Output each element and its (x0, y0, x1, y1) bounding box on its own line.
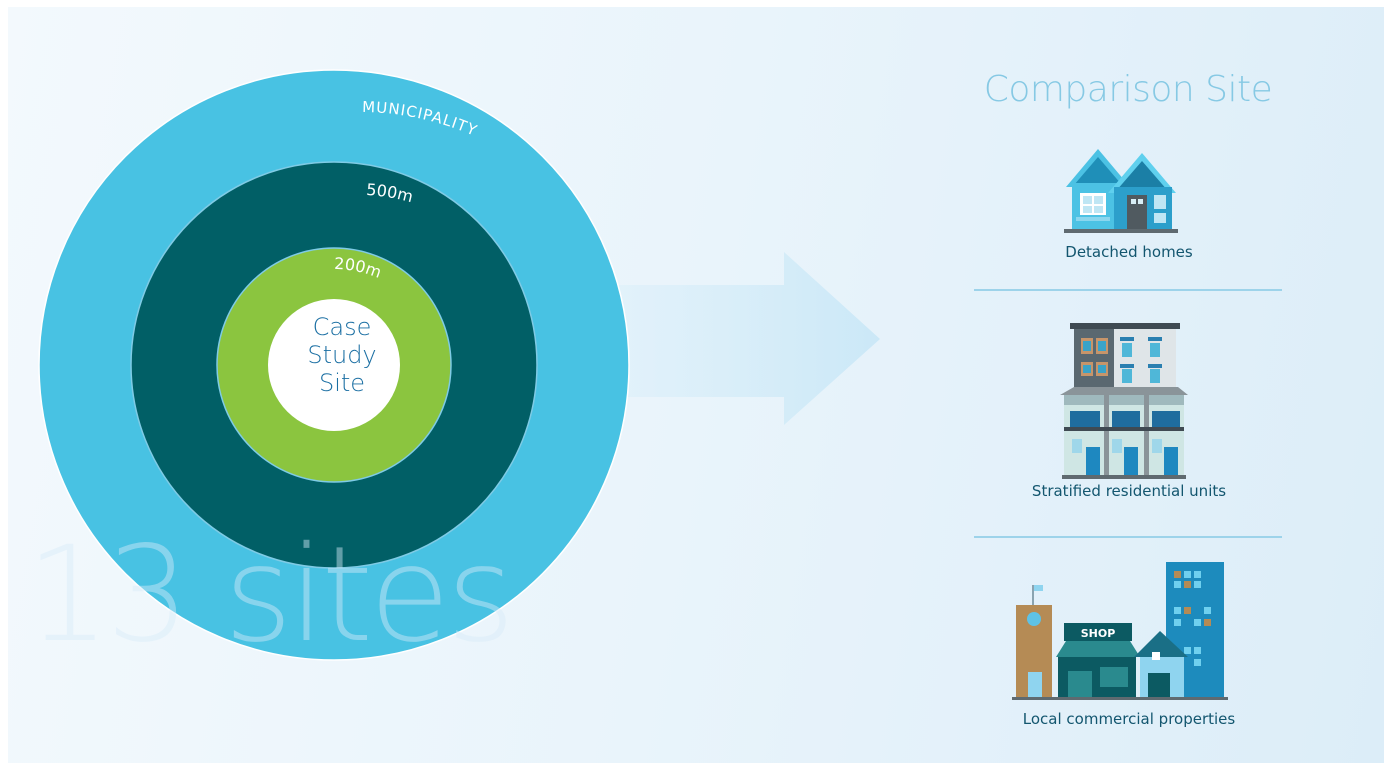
svg-text:SHOP: SHOP (1081, 627, 1116, 640)
comparison-site-title: Comparison Site (983, 69, 1273, 110)
case-study-site-circle (268, 299, 400, 431)
site-count-watermark: 13 sites (26, 518, 515, 672)
detached-homes-label: Detached homes (1065, 243, 1193, 261)
case-study-site-label: Case Study Site (280, 313, 404, 397)
diagram-canvas: MUNICIPALITY 500m 200m (8, 7, 1384, 763)
center-label-line-3: Site (318, 369, 366, 397)
diagram-graphics: MUNICIPALITY 500m 200m (38, 69, 1228, 700)
detached-houses-icon (1064, 149, 1178, 233)
apartment-building-icon (1060, 323, 1188, 479)
divider-2 (974, 536, 1282, 538)
stratified-units-label: Stratified residential units (1031, 482, 1227, 500)
flow-arrow (598, 252, 880, 425)
commercial-properties-label: Local commercial properties (1022, 710, 1236, 728)
commercial-buildings-icon: SHOP (1012, 562, 1228, 700)
divider-1 (974, 289, 1282, 291)
center-label-line-2: Study (307, 341, 377, 369)
center-label-line-1: Case (312, 313, 372, 341)
